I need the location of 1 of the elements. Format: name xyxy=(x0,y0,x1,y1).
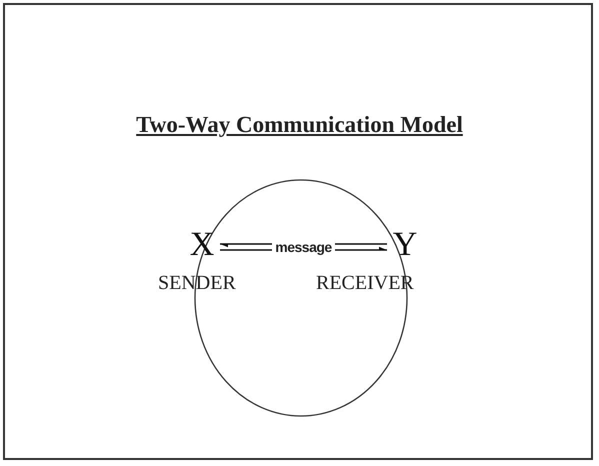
title: Two-Way Communication Model xyxy=(135,112,464,138)
